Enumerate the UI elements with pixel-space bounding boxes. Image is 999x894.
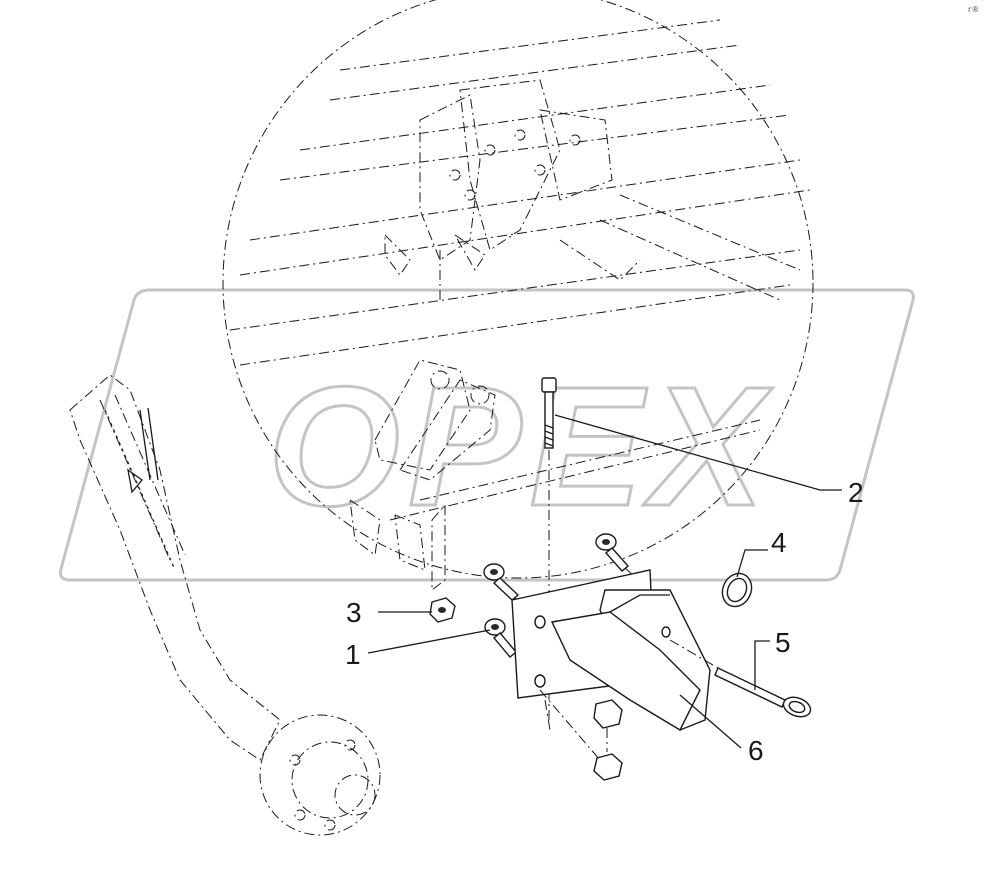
nut-part-3: [429, 597, 456, 623]
leader-lines: [367, 414, 842, 749]
callout-6: 6: [748, 735, 764, 766]
wheel-arm: [69, 374, 381, 836]
hitch-plates: [384, 79, 613, 276]
bracket-part-6: [511, 569, 711, 761]
pin-part-5: [669, 639, 812, 718]
callout-1: 1: [345, 639, 361, 670]
ring-part-4: [721, 572, 753, 608]
lower-nuts: [593, 699, 623, 781]
corner-mark: r®: [968, 5, 979, 14]
callout-2: 2: [848, 477, 864, 508]
lower-brackets: [349, 359, 496, 592]
watermark-text: OPEX: [268, 352, 773, 542]
eye-bolts-part-1: [483, 533, 651, 658]
callout-5: 5: [775, 627, 791, 658]
callout-3: 3: [346, 597, 362, 628]
detail-circle: [222, 0, 814, 579]
callout-4: 4: [771, 527, 787, 558]
frame-beams: [229, 19, 811, 521]
opex-watermark: OPEX: [58, 288, 915, 582]
